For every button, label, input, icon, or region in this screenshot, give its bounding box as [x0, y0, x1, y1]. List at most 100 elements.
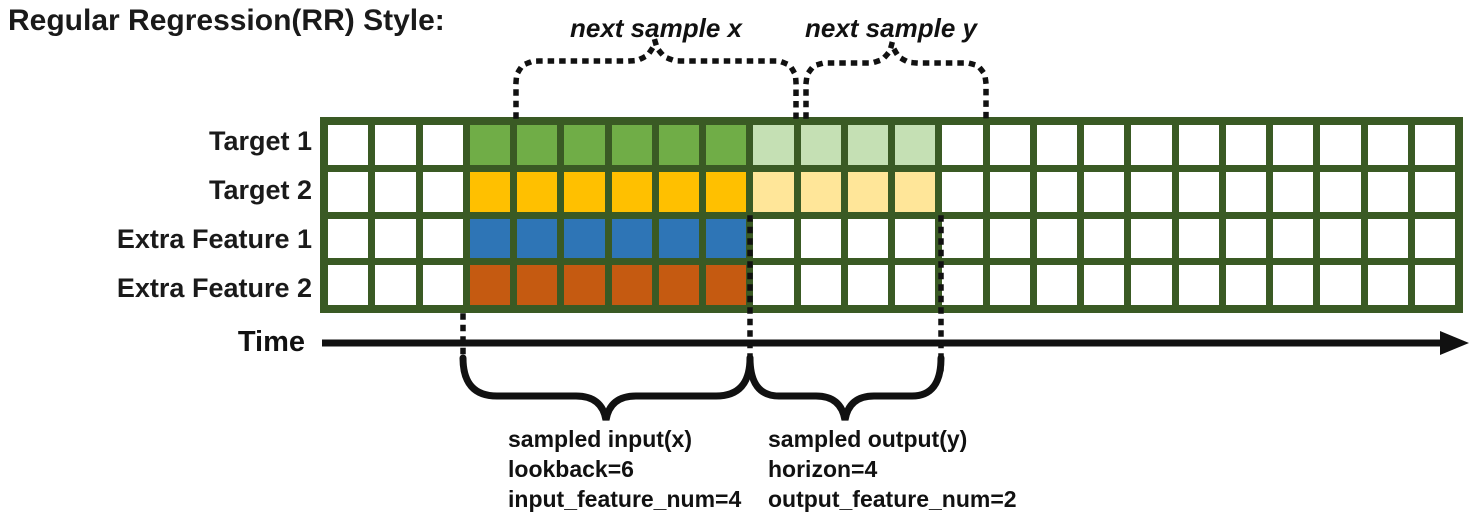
- grid-cell: [517, 125, 558, 165]
- grid-cell: [1225, 265, 1266, 305]
- row-label-extra-feature-1: Extra Feature 1: [116, 224, 312, 254]
- diagram-title: Regular Regression(RR) Style:: [8, 4, 445, 37]
- sampled-output-brace: [746, 354, 945, 421]
- grid-cell: [1273, 265, 1314, 305]
- grid-cell: [753, 171, 794, 212]
- grid-cell: [422, 125, 463, 165]
- grid-cell: [942, 265, 983, 305]
- next-sample-y-brace: [803, 42, 989, 119]
- grid-cell: [1273, 125, 1314, 165]
- grid-cell: [1367, 218, 1408, 259]
- grid-cell: [1225, 218, 1266, 259]
- grid-cell: [1273, 171, 1314, 212]
- grid-cell: [469, 171, 510, 212]
- sampled-input-title: sampled input(x): [508, 426, 693, 452]
- grid-cell: [1367, 171, 1408, 212]
- grid-cell: [564, 171, 605, 212]
- grid-cell: [1320, 125, 1361, 165]
- grid-cell: [328, 218, 369, 259]
- grid-cell: [847, 125, 888, 165]
- grid-cell: [375, 265, 416, 305]
- grid-cell: [753, 218, 794, 259]
- sampled-output-annotation: sampled output(y) horizon=4 output_featu…: [768, 424, 1017, 514]
- grid-cell: [1320, 265, 1361, 305]
- grid-cell: [942, 125, 983, 165]
- grid-cell: [1036, 218, 1077, 259]
- time-axis-arrow: [1440, 331, 1469, 355]
- grid-cell: [469, 125, 510, 165]
- grid-cell: [1273, 218, 1314, 259]
- grid-cell: [1084, 265, 1125, 305]
- grid-cell: [564, 218, 605, 259]
- grid-cell: [989, 125, 1030, 165]
- grid-cell: [1084, 218, 1125, 259]
- row-label-extra-feature-2: Extra Feature 2: [116, 273, 312, 303]
- lookback-value: lookback=6: [508, 456, 634, 482]
- grid-cell: [564, 125, 605, 165]
- grid-cell: [1414, 125, 1455, 165]
- time-series-grid: [320, 117, 1463, 313]
- grid-cell: [422, 265, 463, 305]
- grid-cell: [1225, 125, 1266, 165]
- grid-cell: [611, 265, 652, 305]
- grid-cell: [611, 171, 652, 212]
- grid-cell: [611, 218, 652, 259]
- input-feature-num-value: input_feature_num=4: [508, 486, 742, 512]
- grid-cell: [658, 265, 699, 305]
- grid-cell: [1414, 171, 1455, 212]
- grid-cell: [847, 171, 888, 212]
- grid-cell: [895, 125, 936, 165]
- row-label-target-2: Target 2: [208, 175, 312, 205]
- grid-cell: [1367, 265, 1408, 305]
- grid-cell: [800, 265, 841, 305]
- grid-cell: [1036, 125, 1077, 165]
- grid-cell: [375, 218, 416, 259]
- grid-cell: [328, 265, 369, 305]
- row-label-target-1: Target 1: [208, 126, 312, 156]
- grid-cell: [1084, 125, 1125, 165]
- grid-cell: [800, 218, 841, 259]
- sampled-input-brace: [459, 354, 754, 421]
- grid-cell: [1178, 265, 1219, 305]
- grid-cell: [847, 218, 888, 259]
- grid-cell: [800, 125, 841, 165]
- grid-cell: [611, 125, 652, 165]
- grid-cell: [564, 265, 605, 305]
- grid-cell: [1178, 171, 1219, 212]
- grid-cell: [989, 265, 1030, 305]
- grid-cell: [706, 125, 747, 165]
- grid-cell: [753, 265, 794, 305]
- grid-cell: [517, 265, 558, 305]
- grid-cell: [658, 218, 699, 259]
- grid-cell: [1225, 171, 1266, 212]
- grid-cell: [942, 171, 983, 212]
- grid-cell: [658, 125, 699, 165]
- next-sample-x-label: next sample x: [570, 13, 742, 43]
- grid-cell: [469, 218, 510, 259]
- grid-cell: [1320, 218, 1361, 259]
- grid-cell: [989, 218, 1030, 259]
- grid-cell: [1414, 218, 1455, 259]
- grid-cell: [1131, 125, 1172, 165]
- grid-cell: [989, 171, 1030, 212]
- grid-cell: [1131, 265, 1172, 305]
- grid-cell: [1036, 171, 1077, 212]
- grid-cell: [753, 125, 794, 165]
- grid-cell: [517, 171, 558, 212]
- grid-cell: [422, 218, 463, 259]
- grid-cell: [1084, 171, 1125, 212]
- sampled-output-title: sampled output(y): [768, 426, 968, 452]
- grid-cell: [1178, 125, 1219, 165]
- grid-cell: [517, 218, 558, 259]
- horizon-value: horizon=4: [768, 456, 878, 482]
- grid-cell: [658, 171, 699, 212]
- grid-cell: [328, 125, 369, 165]
- grid-cell: [1131, 218, 1172, 259]
- grid-cell: [1036, 265, 1077, 305]
- grid-cell: [469, 265, 510, 305]
- grid-cell: [847, 265, 888, 305]
- grid-cell: [706, 218, 747, 259]
- next-sample-x-brace: [513, 40, 799, 119]
- grid-cell: [375, 171, 416, 212]
